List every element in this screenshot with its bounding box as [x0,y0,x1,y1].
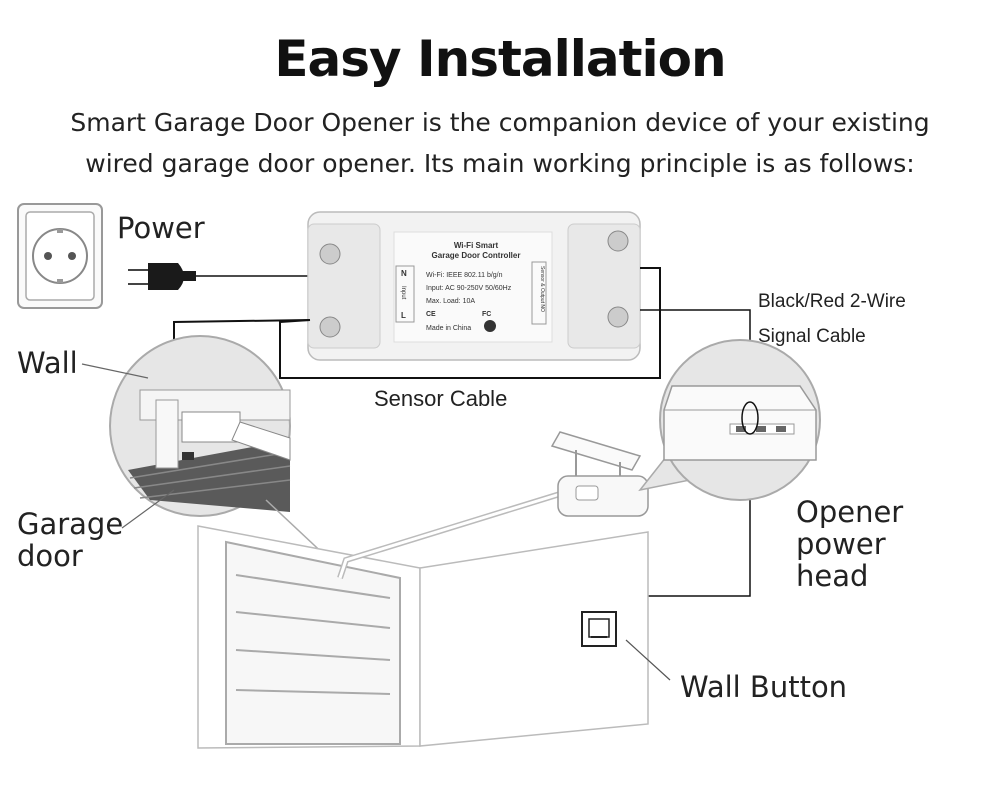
device-spec-input: Input: AC 90-250V 50/60Hz [426,285,512,292]
opener-detail-circle [638,339,821,501]
device-spec-wifi: Wi-Fi: IEEE 802.11 b/g/n [426,272,503,279]
wall-socket [17,203,103,309]
signal-cable-label-line2: Signal Cable [758,326,866,347]
subtitle-line-2: wired garage door opener. Its main worki… [85,149,915,178]
opener-label-line1: Opener power [796,495,904,561]
garage-door-label-line2: door [17,539,83,573]
sensor-cable-label: Sensor Cable [374,386,508,411]
device-label-text: Wi-Fi Smart Garage Door Controller Wi-Fi… [400,241,545,332]
wall-label: Wall [17,346,78,380]
device-cert-fc: FC [482,311,491,318]
page-title: Easy Installation [274,30,726,88]
opener-head [550,431,649,517]
controller-device [307,211,641,361]
signal-cable-label: Black/Red 2-Wire Signal Cable [758,284,906,354]
garage-structure [197,491,649,749]
device-terminal-input: Input [400,286,406,300]
garage-door-label-line1: Garage [17,507,124,541]
page-subtitle: Smart Garage Door Opener is the companio… [60,102,940,184]
device-terminal-l: L [401,311,406,320]
signal-cable-label-line1: Black/Red 2-Wire [758,291,906,312]
power-label: Power [117,211,205,245]
device-brand-line1: Wi-Fi Smart [454,241,499,250]
garage-door-label: Garage door [17,508,123,572]
device-brand-line2: Garage Door Controller [432,251,521,260]
power-plug [128,263,310,290]
device-cert-ce: CE [426,311,436,318]
opener-label-line2: head [796,559,869,593]
device-terminal-output: Sensor & Output NO [539,266,545,312]
wall-button-device [581,611,671,681]
wall-button-label: Wall Button [680,670,848,704]
subtitle-line-1: Smart Garage Door Opener is the companio… [70,108,930,137]
opener-power-head-label: Opener power head [796,496,1000,592]
wall-detail-circle [81,335,331,561]
device-spec-load: Max. Load: 10A [426,298,475,305]
device-terminal-n: N [401,269,407,278]
device-made-in: Made in China [426,325,471,332]
